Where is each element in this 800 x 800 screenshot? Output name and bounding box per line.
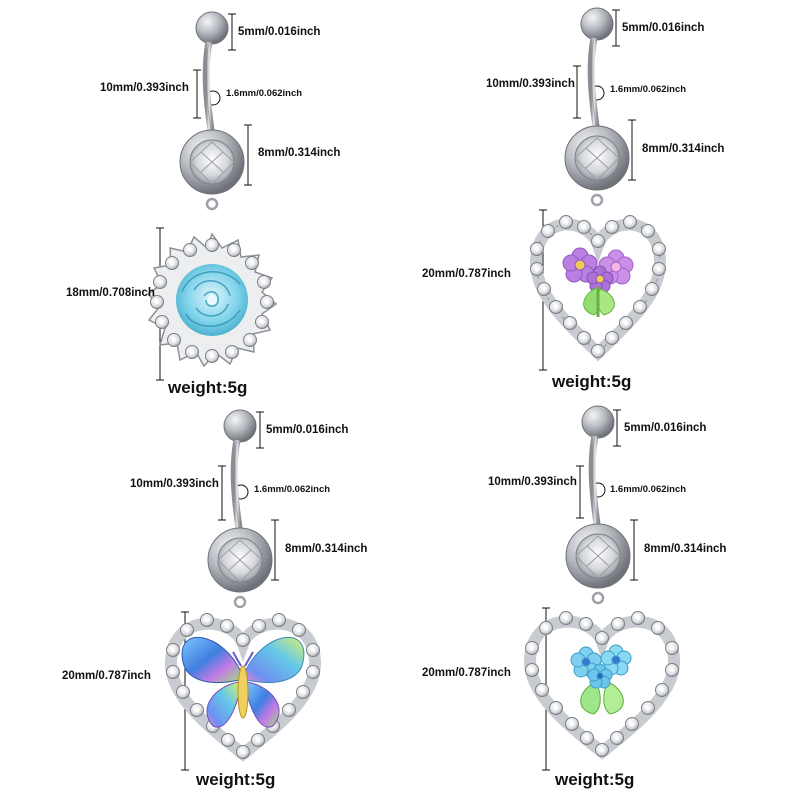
gauge-label: 1.6mm/0.062inch	[610, 484, 687, 495]
bar-length-label: 10mm/0.393inch	[486, 78, 575, 90]
sun-rose-belly-ring-image	[146, 0, 278, 381]
product-panel-2: 5mm/0.016inch 10mm/0.393inch 1.6mm/0.062…	[400, 0, 800, 400]
bar-length-label: 10mm/0.393inch	[488, 476, 577, 488]
gem-size-label: 8mm/0.314inch	[642, 143, 725, 155]
charm-size-label: 20mm/0.787inch	[422, 667, 511, 679]
gauge-label: 1.6mm/0.062inch	[254, 484, 331, 495]
gem-size-label: 8mm/0.314inch	[285, 543, 368, 555]
bar-length-label: 10mm/0.393inch	[100, 82, 189, 94]
bar-length-label: 10mm/0.393inch	[130, 478, 219, 490]
weight-label: weight:5g	[168, 378, 248, 397]
heart-butterfly-belly-ring-image	[164, 400, 322, 771]
gauge-label: 1.6mm/0.062inch	[610, 84, 687, 95]
gauge-label: 1.6mm/0.062inch	[226, 88, 303, 99]
ball-size-label: 5mm/0.016inch	[266, 424, 349, 436]
product-panel-1: 5mm/0.016inch 10mm/0.393inch 1.6mm/0.062…	[0, 0, 400, 400]
product-panel-4: 5mm/0.016inch 10mm/0.393inch 1.6mm/0.062…	[400, 400, 800, 800]
gem-size-label: 8mm/0.314inch	[258, 147, 341, 159]
gem-size-label: 8mm/0.314inch	[644, 543, 727, 555]
heart-purple-flower-belly-ring-image	[529, 0, 667, 371]
ball-size-label: 5mm/0.016inch	[624, 422, 707, 434]
charm-size-label: 20mm/0.787inch	[62, 670, 151, 682]
ball-size-label: 5mm/0.016inch	[238, 26, 321, 38]
ball-size-label: 5mm/0.016inch	[622, 22, 705, 34]
heart-blue-flower-belly-ring-image	[523, 400, 681, 771]
weight-label: weight:5g	[196, 770, 276, 789]
charm-size-label: 18mm/0.708inch	[66, 287, 155, 299]
weight-label: weight:5g	[552, 372, 632, 391]
weight-label: weight:5g	[555, 770, 635, 789]
product-panel-3: 5mm/0.016inch 10mm/0.393inch 1.6mm/0.062…	[0, 400, 400, 800]
charm-size-label: 20mm/0.787inch	[422, 268, 511, 280]
